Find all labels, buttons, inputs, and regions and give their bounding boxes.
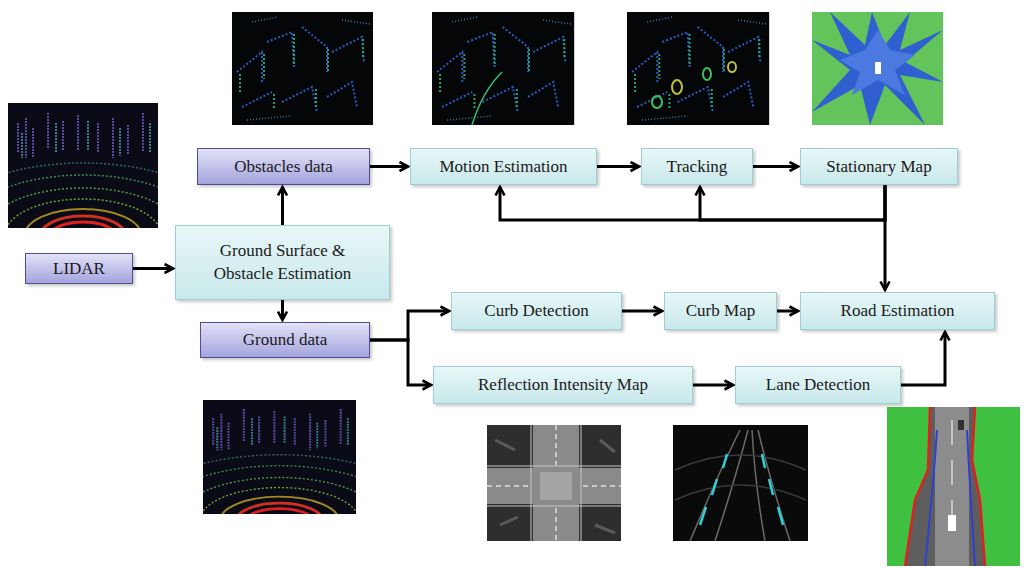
- data-box: LIDAR: [25, 253, 133, 284]
- stationary-map-image: [812, 12, 943, 125]
- flow-arrow: [370, 340, 431, 385]
- data-box: Ground data: [200, 322, 370, 358]
- process-box: Reflection Intensity Map: [433, 366, 693, 404]
- tracked-objects: [652, 62, 736, 108]
- flow-arrow: [597, 165, 639, 168]
- flow-arrow: [693, 384, 733, 387]
- flow-arrow: [901, 332, 945, 385]
- box-label: Stationary Map: [826, 156, 931, 177]
- process-box: Stationary Map: [800, 148, 958, 185]
- flow-arrow: [700, 185, 885, 220]
- flow-arrow: [622, 310, 662, 313]
- box-label: Motion Estimation: [440, 156, 568, 177]
- box-label: Obstacles data: [234, 156, 333, 177]
- process-box: Ground Surface & Obstacle Estimation: [175, 225, 390, 300]
- flow-arrow: [753, 165, 798, 168]
- process-box: Curb Map: [664, 292, 777, 330]
- process-box: Road Estimation: [800, 292, 995, 330]
- box-label: Ground data: [243, 329, 328, 350]
- process-box: Tracking: [641, 148, 753, 185]
- box-label: LIDAR: [53, 258, 105, 279]
- box-label: Reflection Intensity Map: [478, 374, 648, 395]
- flow-arrow: [884, 185, 887, 290]
- box-label: Curb Map: [686, 300, 755, 321]
- flow-arrow: [133, 267, 173, 270]
- box-label: Tracking: [667, 156, 728, 177]
- flow-arrow: [777, 310, 798, 313]
- box-label: Road Estimation: [841, 300, 955, 321]
- data-box: Obstacles data: [197, 148, 370, 185]
- process-box: Lane Detection: [735, 366, 901, 404]
- flow-arrow: [370, 311, 449, 340]
- ground-point-cloud: [127, 400, 433, 568]
- flow-arrow: [281, 300, 284, 320]
- flow-arrow: [500, 185, 885, 220]
- motion-point-cloud: [432, 12, 574, 125]
- box-label: Lane Detection: [766, 374, 870, 395]
- reflection-intensity-image: [487, 425, 621, 541]
- box-label: Curb Detection: [484, 300, 588, 321]
- tracking-point-cloud: [627, 12, 769, 125]
- process-box: Curb Detection: [451, 292, 622, 330]
- motion-trace: [472, 72, 502, 125]
- process-box: Motion Estimation: [410, 148, 597, 185]
- box-label: Ground Surface & Obstacle Estimation: [196, 240, 369, 284]
- flow-arrow: [281, 187, 284, 225]
- lane-detection-image: [673, 425, 808, 541]
- obstacle-point-cloud: [232, 12, 373, 125]
- flow-arrow: [370, 165, 408, 168]
- road-estimation-image: [887, 407, 1020, 566]
